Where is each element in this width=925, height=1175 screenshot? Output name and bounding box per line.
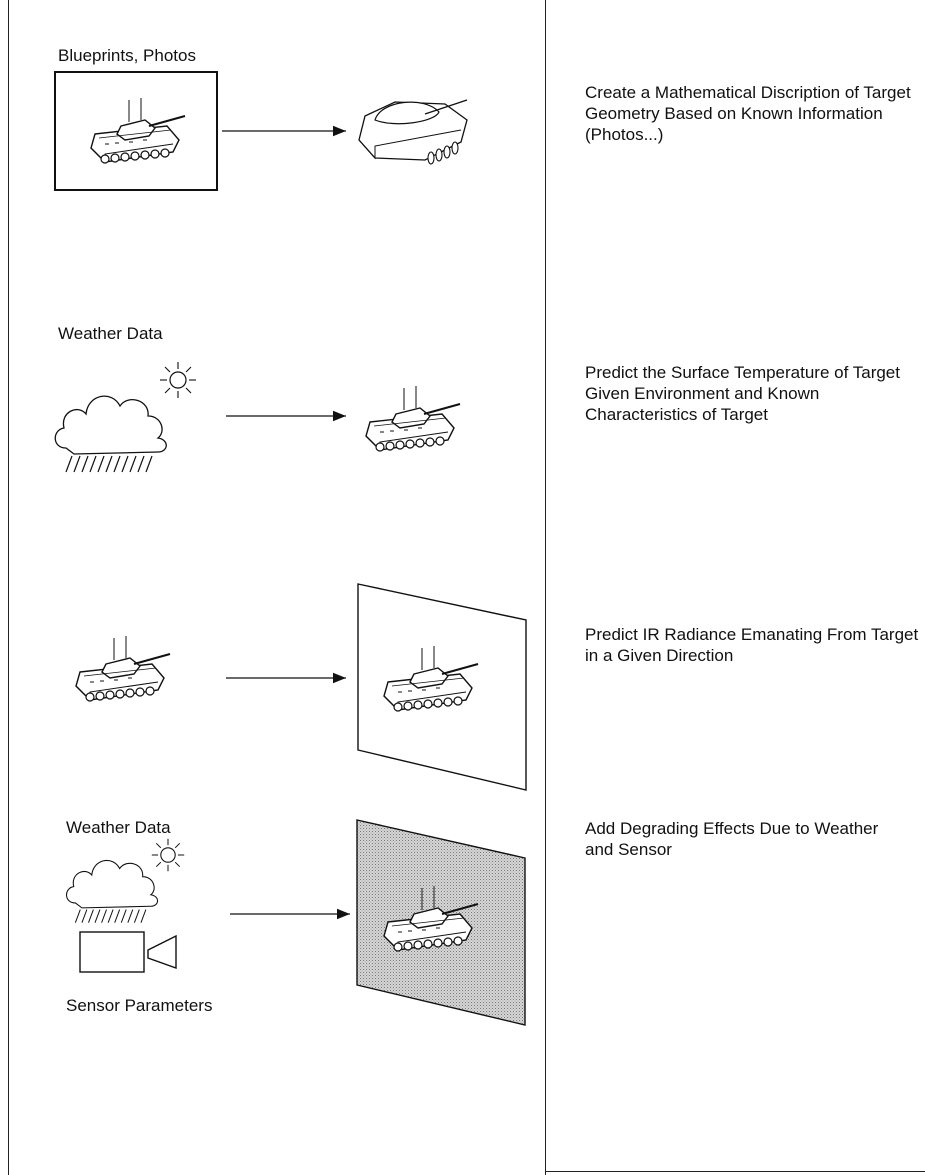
step3-description: Predict IR Radiance Emanating From Targe… <box>585 625 919 665</box>
column-divider <box>545 0 546 1175</box>
step4-description: Add Degrading Effects Due to Weather and… <box>585 818 905 860</box>
weather-data-label-2: Weather Data <box>66 818 171 837</box>
camera-icon <box>79 931 177 973</box>
weather-data-label-1: Weather Data <box>58 324 163 343</box>
cloud-rain-icon <box>54 395 167 473</box>
tank-icon <box>365 385 461 452</box>
step1-description: Create a Mathematical Discription of Tar… <box>585 83 911 144</box>
cloud-rain-icon <box>66 859 159 924</box>
diagram-frame <box>8 0 925 1175</box>
blueprints-label: Blueprints, Photos <box>58 46 196 65</box>
wireframe-tank-icon <box>358 99 468 165</box>
sun-icon <box>159 361 197 399</box>
sensor-parameters-label: Sensor Parameters <box>66 996 213 1015</box>
tank-icon <box>75 635 171 702</box>
step2-description: Predict the Surface Temperature of Targe… <box>585 363 900 424</box>
step4-description-text: Add Degrading Effects Due to Weather and… <box>585 819 879 859</box>
sun-icon <box>151 838 185 872</box>
bottom-rule <box>545 1171 925 1172</box>
